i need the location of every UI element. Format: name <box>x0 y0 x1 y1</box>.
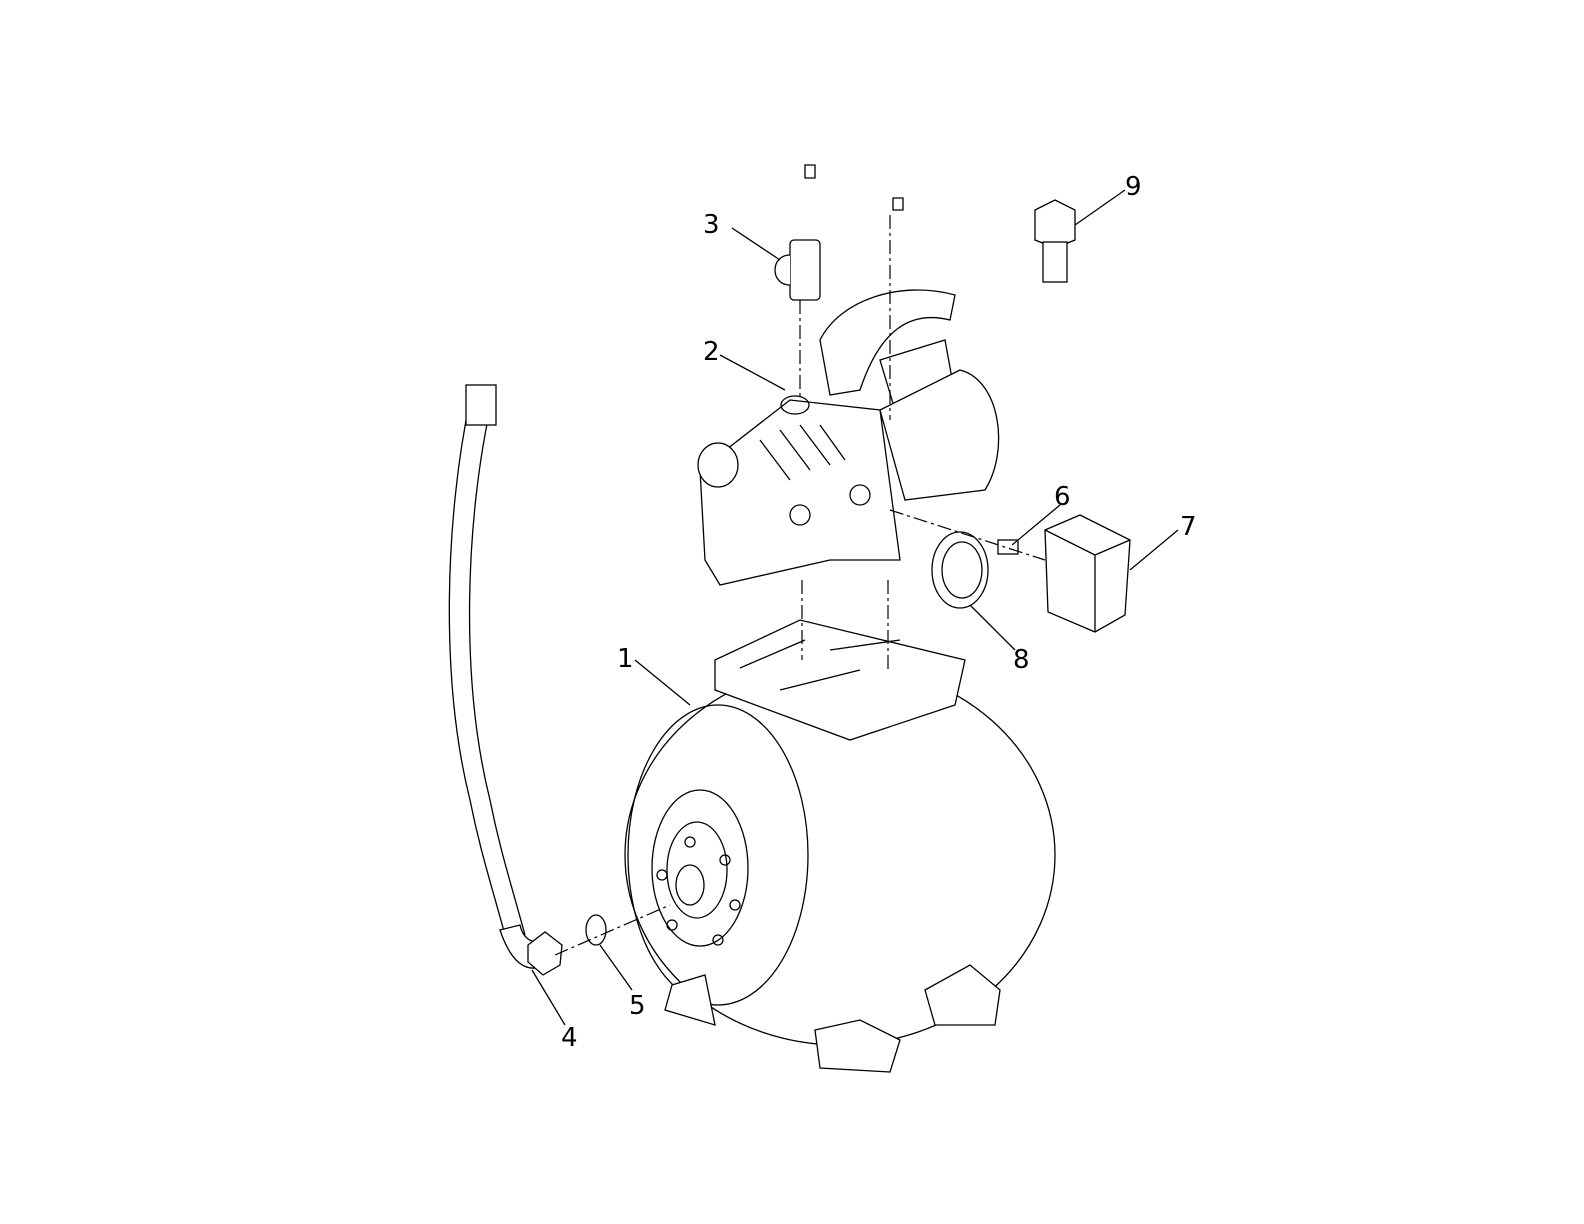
callout-1: 1 <box>617 644 634 674</box>
pressure-switch <box>1044 514 1131 633</box>
adapter <box>1034 199 1076 283</box>
o-ring <box>585 914 607 946</box>
hose-axis-line <box>554 904 671 956</box>
callout-2: 2 <box>703 337 720 367</box>
callout-6: 6 <box>1054 482 1071 512</box>
callout-7: 7 <box>1180 512 1197 542</box>
pressure-tank <box>624 619 1056 1073</box>
pump-body <box>697 289 1000 586</box>
callout-9: 9 <box>1125 172 1142 202</box>
pressure-gauge <box>931 531 989 609</box>
callout-5: 5 <box>629 991 646 1021</box>
flexible-hose <box>448 384 563 976</box>
callout-8: 8 <box>1013 645 1030 675</box>
assembly-axis-lines <box>799 215 1046 670</box>
callout-3: 3 <box>703 210 720 240</box>
check-valve <box>774 164 904 301</box>
callout-4: 4 <box>561 1023 578 1053</box>
leader-lines <box>531 189 1179 1026</box>
